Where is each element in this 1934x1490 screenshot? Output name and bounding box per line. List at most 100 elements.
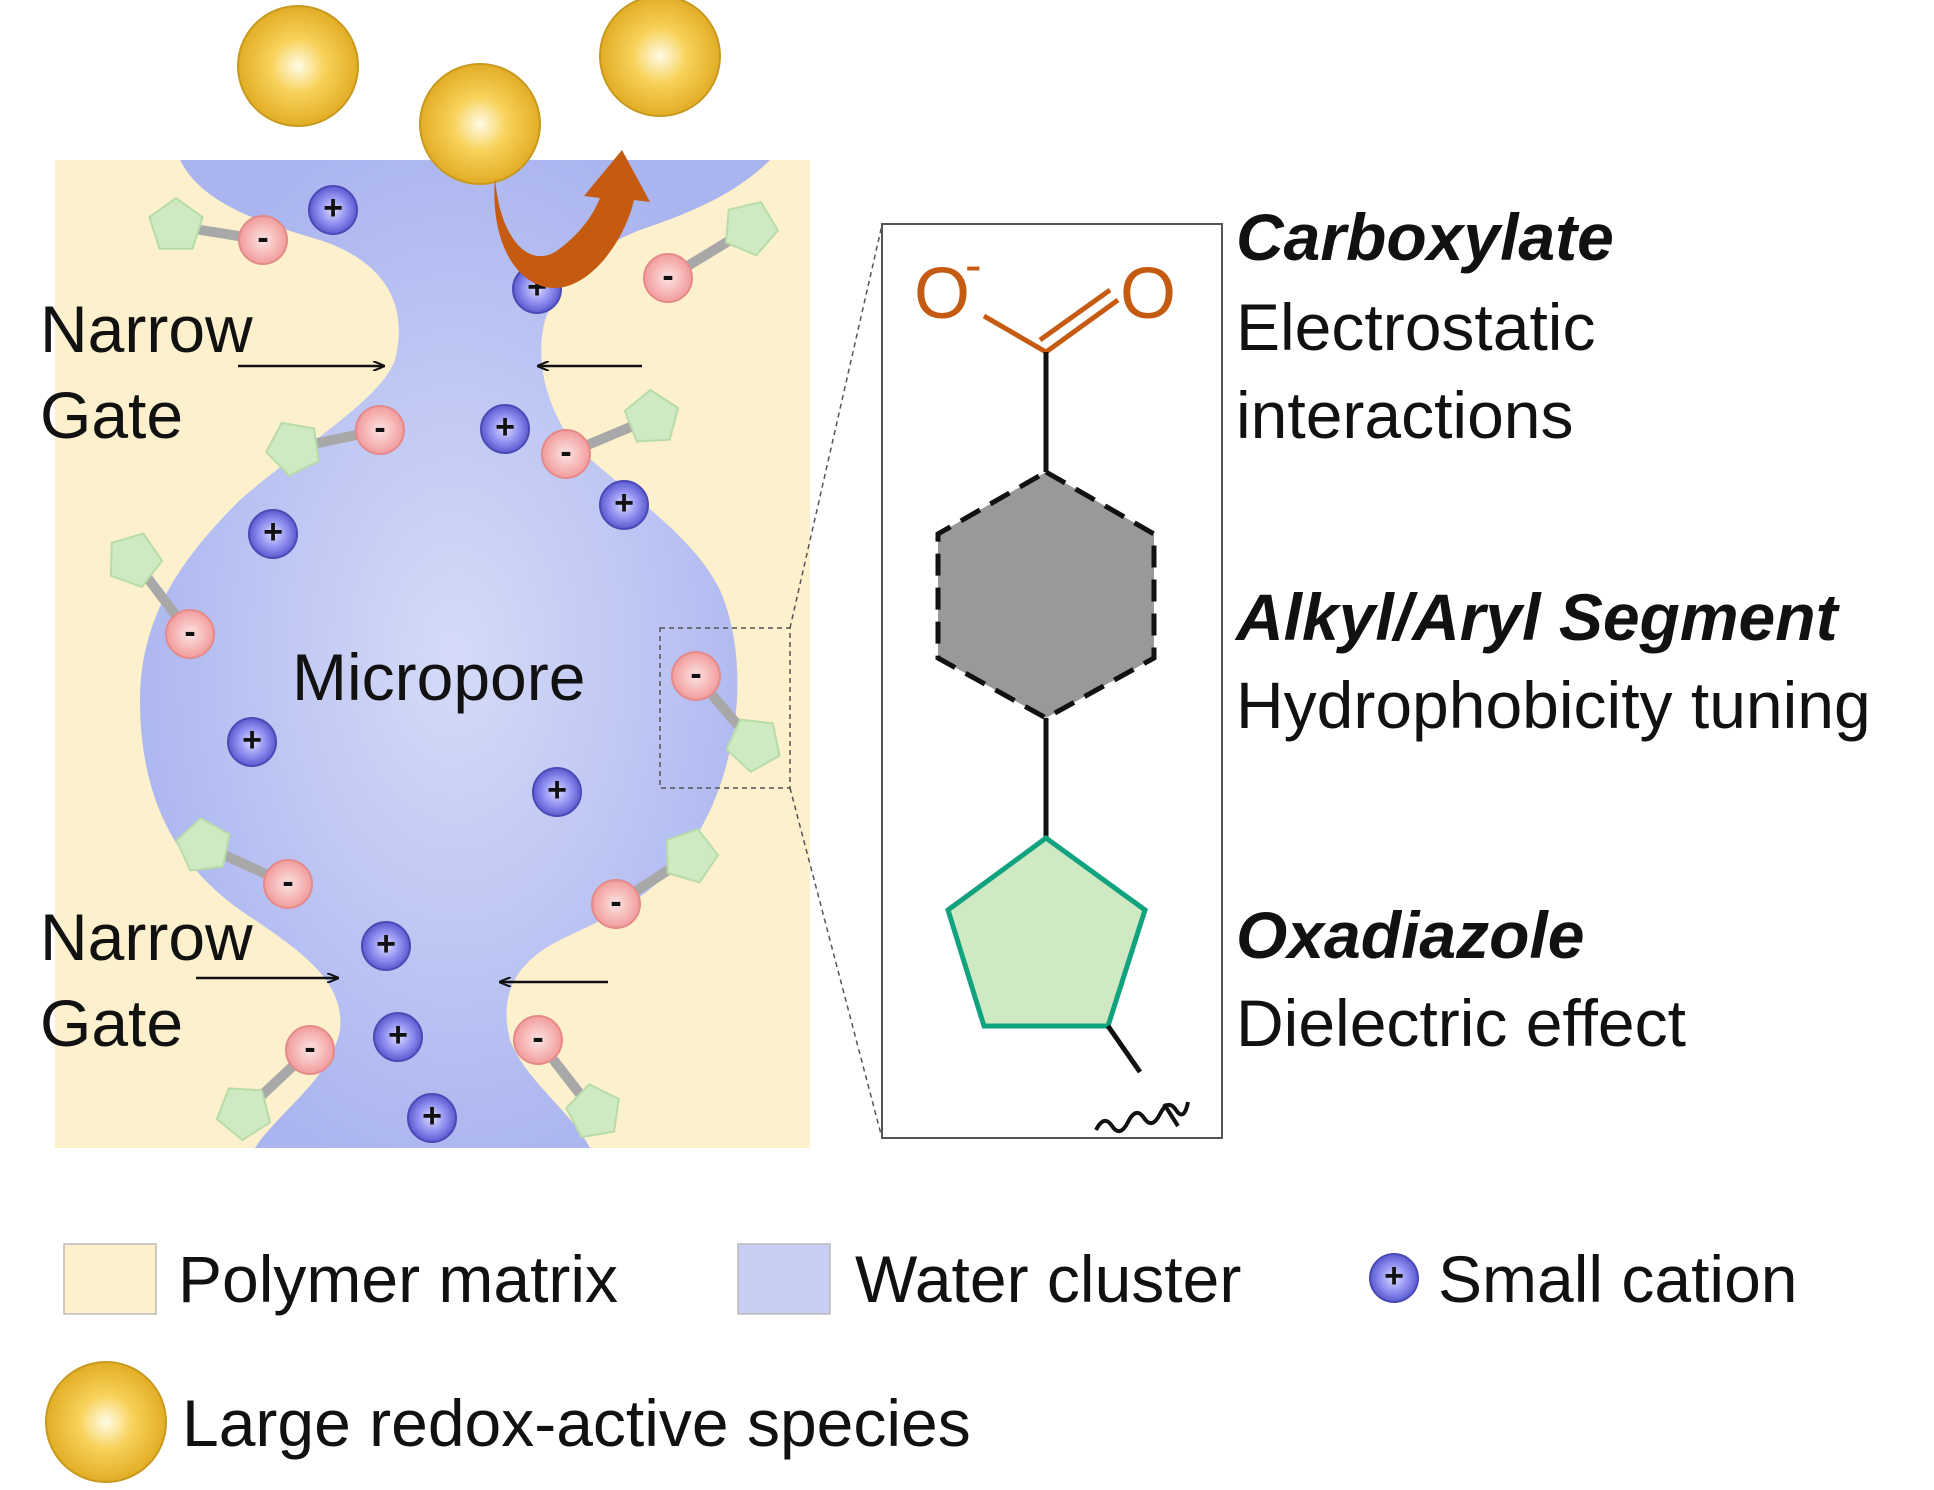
- anion-symbol: -: [184, 613, 195, 651]
- oxadiazole-pentagon-icon: [724, 201, 780, 257]
- side-chain: -: [513, 1015, 620, 1139]
- side-chain: -: [109, 532, 215, 659]
- side-chain: -: [175, 816, 313, 909]
- cation-circle: [373, 1012, 423, 1062]
- narrow-gate-top-label-1: Narrow: [40, 292, 253, 366]
- redox-species-center: [419, 63, 541, 185]
- cation: +: [373, 1012, 423, 1062]
- oxadiazole-pentagon-icon: [565, 1083, 620, 1139]
- oxadiazole-pentagon-icon: [665, 827, 720, 884]
- cation-symbol: +: [547, 771, 567, 809]
- oxadiazole-title: Oxadiazole: [1236, 898, 1584, 972]
- side-chains: - - - - - - - - - -: [109, 196, 781, 1142]
- cation-circle: [480, 404, 530, 454]
- anion-circle: [263, 859, 313, 909]
- cation-symbol: +: [323, 189, 343, 227]
- cation-circle: [407, 1093, 457, 1143]
- attachment-tick: [1162, 1102, 1180, 1128]
- side-chain: -: [215, 1025, 335, 1142]
- cation-symbol: +: [388, 1016, 408, 1054]
- cation: +: [227, 717, 277, 767]
- anion-symbol: -: [304, 1029, 315, 1067]
- side-chain: -: [643, 201, 780, 303]
- small-cations: ++++++++++: [227, 185, 649, 1143]
- narrow-gate-top-label-2: Gate: [40, 378, 183, 452]
- polymer-attachment-wavy: [1094, 1101, 1190, 1134]
- anion-symbol: -: [690, 655, 701, 693]
- rejection-arrow: [494, 150, 650, 289]
- oxadiazole-pentagon-icon: [148, 196, 204, 250]
- cation-circle: [308, 185, 358, 235]
- zoom-connector-top: [789, 224, 883, 629]
- cation: +: [480, 404, 530, 454]
- cation-symbol: +: [263, 513, 283, 551]
- redox-species-right: [599, 0, 721, 117]
- oxadiazole-desc: Dielectric effect: [1236, 986, 1686, 1060]
- legend-cation-icon: [1369, 1253, 1419, 1303]
- cation: +: [308, 185, 358, 235]
- segment-desc: Hydrophobicity tuning: [1236, 668, 1871, 742]
- anion-symbol: -: [560, 433, 571, 471]
- cation-circle: [361, 921, 411, 971]
- anion-symbol: -: [282, 863, 293, 901]
- oxadiazole-pentagon-icon: [109, 532, 164, 589]
- oxadiazole-pentagon-icon: [725, 718, 781, 774]
- anion-symbol: -: [532, 1019, 543, 1057]
- oxadiazole-pentagon-icon: [623, 388, 680, 443]
- anion-symbol: -: [662, 257, 673, 295]
- cation-circle: [248, 509, 298, 559]
- side-chain: -: [591, 827, 720, 929]
- side-chain: -: [671, 651, 781, 774]
- anion-circle: [591, 879, 641, 929]
- anion-circle: [165, 609, 215, 659]
- carboxylate-minus-sign: -: [965, 237, 982, 293]
- cation: +: [599, 480, 649, 530]
- side-chain: -: [148, 196, 288, 265]
- carboxylate-double-bond-2: [1038, 287, 1112, 343]
- cation-circle: [532, 767, 582, 817]
- anion-circle: [355, 405, 405, 455]
- segment-title: Alkyl/Aryl Segment: [1234, 580, 1841, 654]
- narrow-gate-bottom-label-1: Narrow: [40, 900, 253, 974]
- anion-circle: [541, 429, 591, 479]
- cation-symbol: +: [422, 1097, 442, 1135]
- cation-circle: [599, 480, 649, 530]
- legend-redox-icon: [45, 1361, 167, 1483]
- oxadiazole-pentagon: [945, 834, 1148, 1029]
- carboxylate-o: O: [1120, 254, 1176, 334]
- anion-symbol: -: [257, 219, 268, 257]
- carboxylate-desc-2: interactions: [1236, 378, 1574, 452]
- legend-polymer-label: Polymer matrix: [178, 1242, 618, 1316]
- narrow-gate-bottom-label-2: Gate: [40, 986, 183, 1060]
- cation: +: [361, 921, 411, 971]
- cation: +: [532, 767, 582, 817]
- cation-symbol: +: [614, 484, 634, 522]
- carboxylate-o-minus: O: [914, 254, 970, 334]
- oxadiazole-pentagon-icon: [265, 421, 320, 477]
- carboxylate-desc-1: Electrostatic: [1236, 290, 1595, 364]
- cation-symbol: +: [242, 721, 262, 759]
- anion-circle: [671, 651, 721, 701]
- cation: +: [407, 1093, 457, 1143]
- legend-water-swatch: [737, 1243, 831, 1315]
- legend-cation-label: Small cation: [1438, 1242, 1798, 1316]
- cation-symbol: +: [495, 408, 515, 446]
- cation-symbol: +: [376, 925, 396, 963]
- anion-circle: [238, 215, 288, 265]
- oxadiazole-pentagon-icon: [215, 1087, 272, 1142]
- oxadiazole-pentagon-icon: [175, 816, 231, 872]
- oxadiazole-tail-bond: [1105, 1024, 1143, 1074]
- side-chain: -: [541, 388, 680, 479]
- legend-cation-symbol: +: [1384, 1257, 1404, 1295]
- zoom-region-box: [659, 627, 791, 789]
- cation-circle: [227, 717, 277, 767]
- anion-symbol: -: [610, 883, 621, 921]
- legend-redox-label: Large redox-active species: [182, 1386, 971, 1460]
- anion-circle: [513, 1015, 563, 1065]
- legend-polymer-swatch: [63, 1243, 157, 1315]
- anion-circle: [643, 253, 693, 303]
- micropore-label: Micropore: [292, 640, 585, 714]
- cation: +: [248, 509, 298, 559]
- side-chain: -: [265, 405, 405, 477]
